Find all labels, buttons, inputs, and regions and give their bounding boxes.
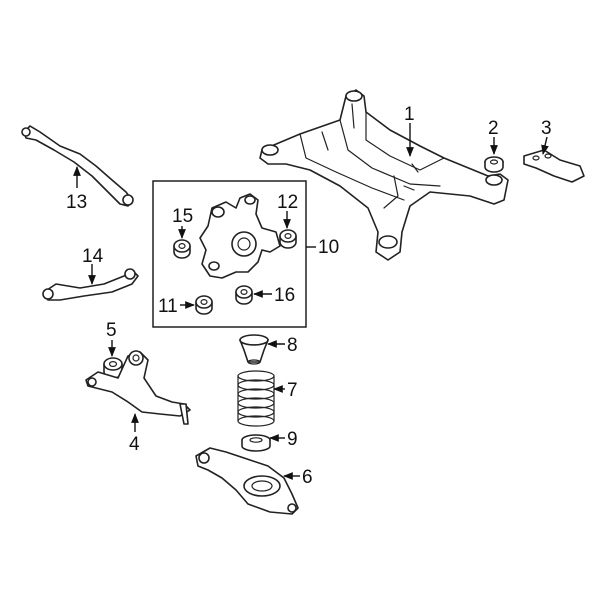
part-upper-arm[interactable] — [85, 350, 191, 425]
callout-9: 9 — [287, 429, 298, 450]
callout-12: 12 — [277, 192, 298, 213]
part-link-rod-13[interactable] — [21, 125, 134, 207]
callout-7: 7 — [287, 380, 298, 401]
callout-5: 5 — [106, 320, 117, 341]
knuckle-assembly-box — [152, 180, 307, 328]
part-knuckle[interactable] — [199, 193, 281, 279]
part-bracket[interactable] — [523, 149, 585, 183]
part-bushing-11[interactable] — [195, 295, 213, 315]
callout-2: 2 — [488, 118, 499, 139]
part-bushing-16[interactable] — [235, 285, 253, 305]
callout-11: 11 — [158, 296, 178, 317]
part-lateral-link-14[interactable] — [42, 268, 139, 301]
callout-4: 4 — [129, 434, 140, 455]
callout-6: 6 — [302, 467, 313, 488]
part-washer[interactable] — [484, 156, 504, 173]
part-spring-seat[interactable] — [241, 434, 271, 452]
callout-13: 13 — [66, 192, 87, 213]
callout-10: 10 — [318, 237, 339, 258]
part-coil-spring[interactable] — [237, 370, 275, 427]
callout-8: 8 — [287, 335, 298, 356]
callout-15: 15 — [172, 206, 193, 227]
callout-14: 14 — [82, 246, 104, 267]
part-lower-arm[interactable] — [195, 447, 299, 515]
part-bump-stop[interactable] — [239, 334, 269, 365]
part-bushing-12[interactable] — [279, 229, 297, 249]
callout-16: 16 — [274, 285, 295, 306]
part-subframe[interactable] — [259, 89, 509, 261]
callout-3: 3 — [541, 118, 552, 139]
callout-1: 1 — [404, 104, 415, 125]
part-bushing-15[interactable] — [173, 239, 191, 259]
